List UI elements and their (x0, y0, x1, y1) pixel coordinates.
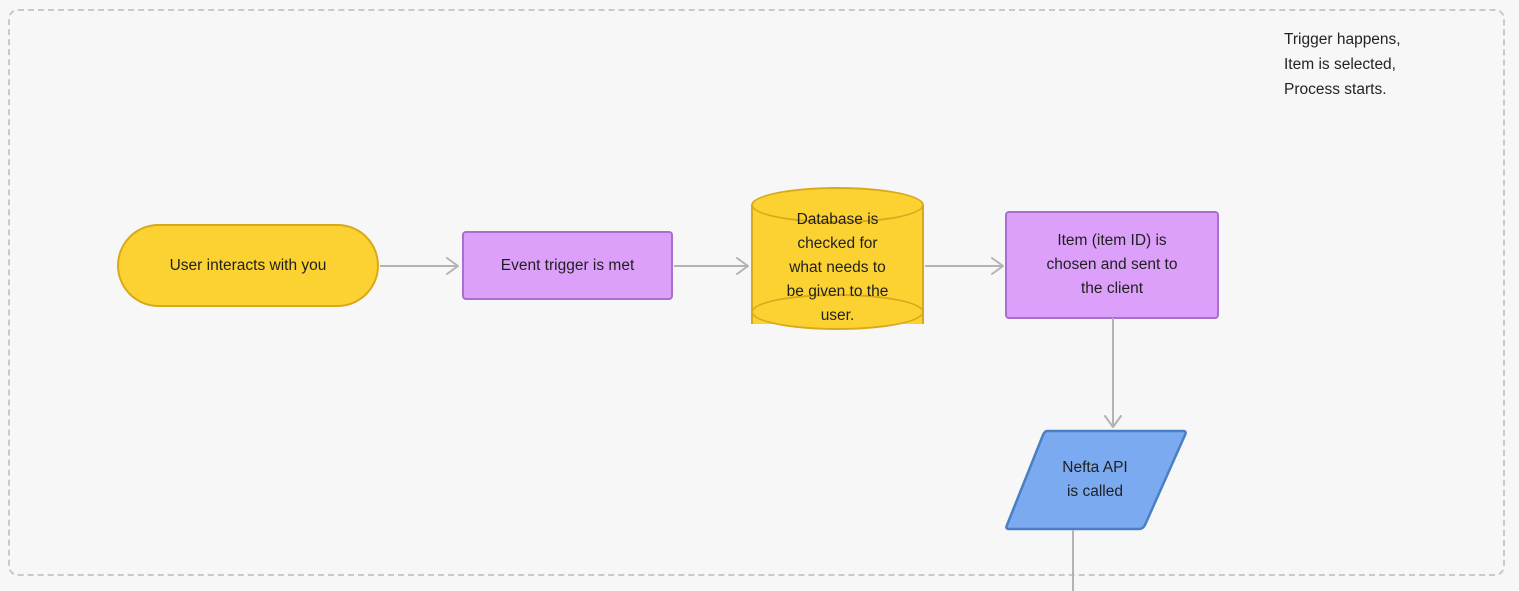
node-database[interactable]: Database is checked for what needs to be… (751, 187, 924, 342)
node-item-chosen[interactable]: Item (item ID) is chosen and sent to the… (1005, 211, 1219, 319)
cylinder-top-ellipse (751, 187, 924, 223)
edge-database-to-item (925, 257, 1004, 275)
annotation-note: Trigger happens, Item is selected, Proce… (1284, 31, 1401, 98)
dashed-group-container (8, 9, 1505, 576)
edge-api-to-offscreen (1072, 530, 1074, 591)
node-nefta-api[interactable]: Nefta API is called (1003, 429, 1187, 531)
node-event-trigger[interactable]: Event trigger is met (462, 231, 673, 300)
node-item-chosen-label: Item (item ID) is chosen and sent to the… (1046, 232, 1178, 297)
node-database-label: Database is checked for what needs to be… (786, 211, 889, 324)
edge-event-to-database (674, 257, 749, 275)
edge-start-to-event (380, 257, 459, 275)
node-user-interacts[interactable]: User interacts with you (117, 224, 379, 307)
node-user-interacts-label: User interacts with you (169, 256, 327, 274)
node-nefta-api-label: Nefta API is called (1062, 459, 1128, 500)
cylinder-bottom-ellipse (751, 294, 924, 330)
node-event-trigger-label: Event trigger is met (500, 256, 635, 274)
edge-item-to-api (1104, 318, 1122, 428)
parallelogram-shape (1005, 429, 1187, 531)
